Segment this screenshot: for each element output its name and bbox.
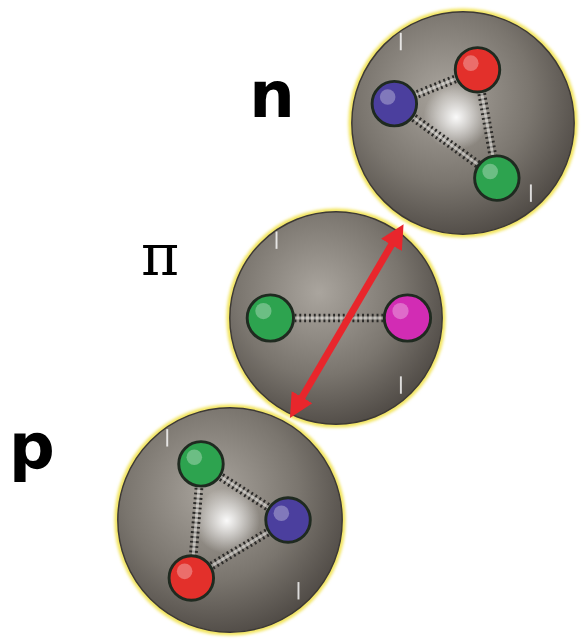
quark [455,48,499,92]
sphere-body [352,12,574,234]
quark [266,498,310,542]
hadron-sphere: π [224,206,448,430]
sphere-illustration [224,206,448,430]
hadron-sphere: p [112,402,348,638]
sphere-illustration [112,402,348,638]
quark-highlight [274,506,290,522]
sphere-illustration [346,6,580,240]
quark-highlight [392,303,408,319]
sphere-glow [351,11,575,235]
hadron-sphere: n [346,6,580,240]
quark [372,81,416,125]
sphere-glow [117,407,343,633]
sphere-glow [229,211,443,425]
spin-arrow [530,184,532,201]
quark-highlight [380,89,396,105]
particle-label: n [249,58,295,132]
exchange-arrow [301,243,393,399]
quark [384,295,430,341]
spin-arrow [400,33,402,50]
spin-arrow [276,231,278,248]
spin-arrow [298,582,300,599]
sphere-body [118,408,342,632]
quark [475,156,519,200]
quark [247,295,293,341]
spin-arrow [166,429,168,446]
quark-highlight [177,564,193,580]
quark-highlight [482,164,498,180]
sphere-body [230,212,442,424]
particle-label: π [141,221,179,289]
quark [169,556,213,600]
particle-label: p [9,410,55,484]
spin-arrow [400,376,402,393]
quark [179,442,223,486]
quark-highlight [463,55,479,71]
quark-highlight [255,303,271,319]
quark-highlight [187,449,203,465]
